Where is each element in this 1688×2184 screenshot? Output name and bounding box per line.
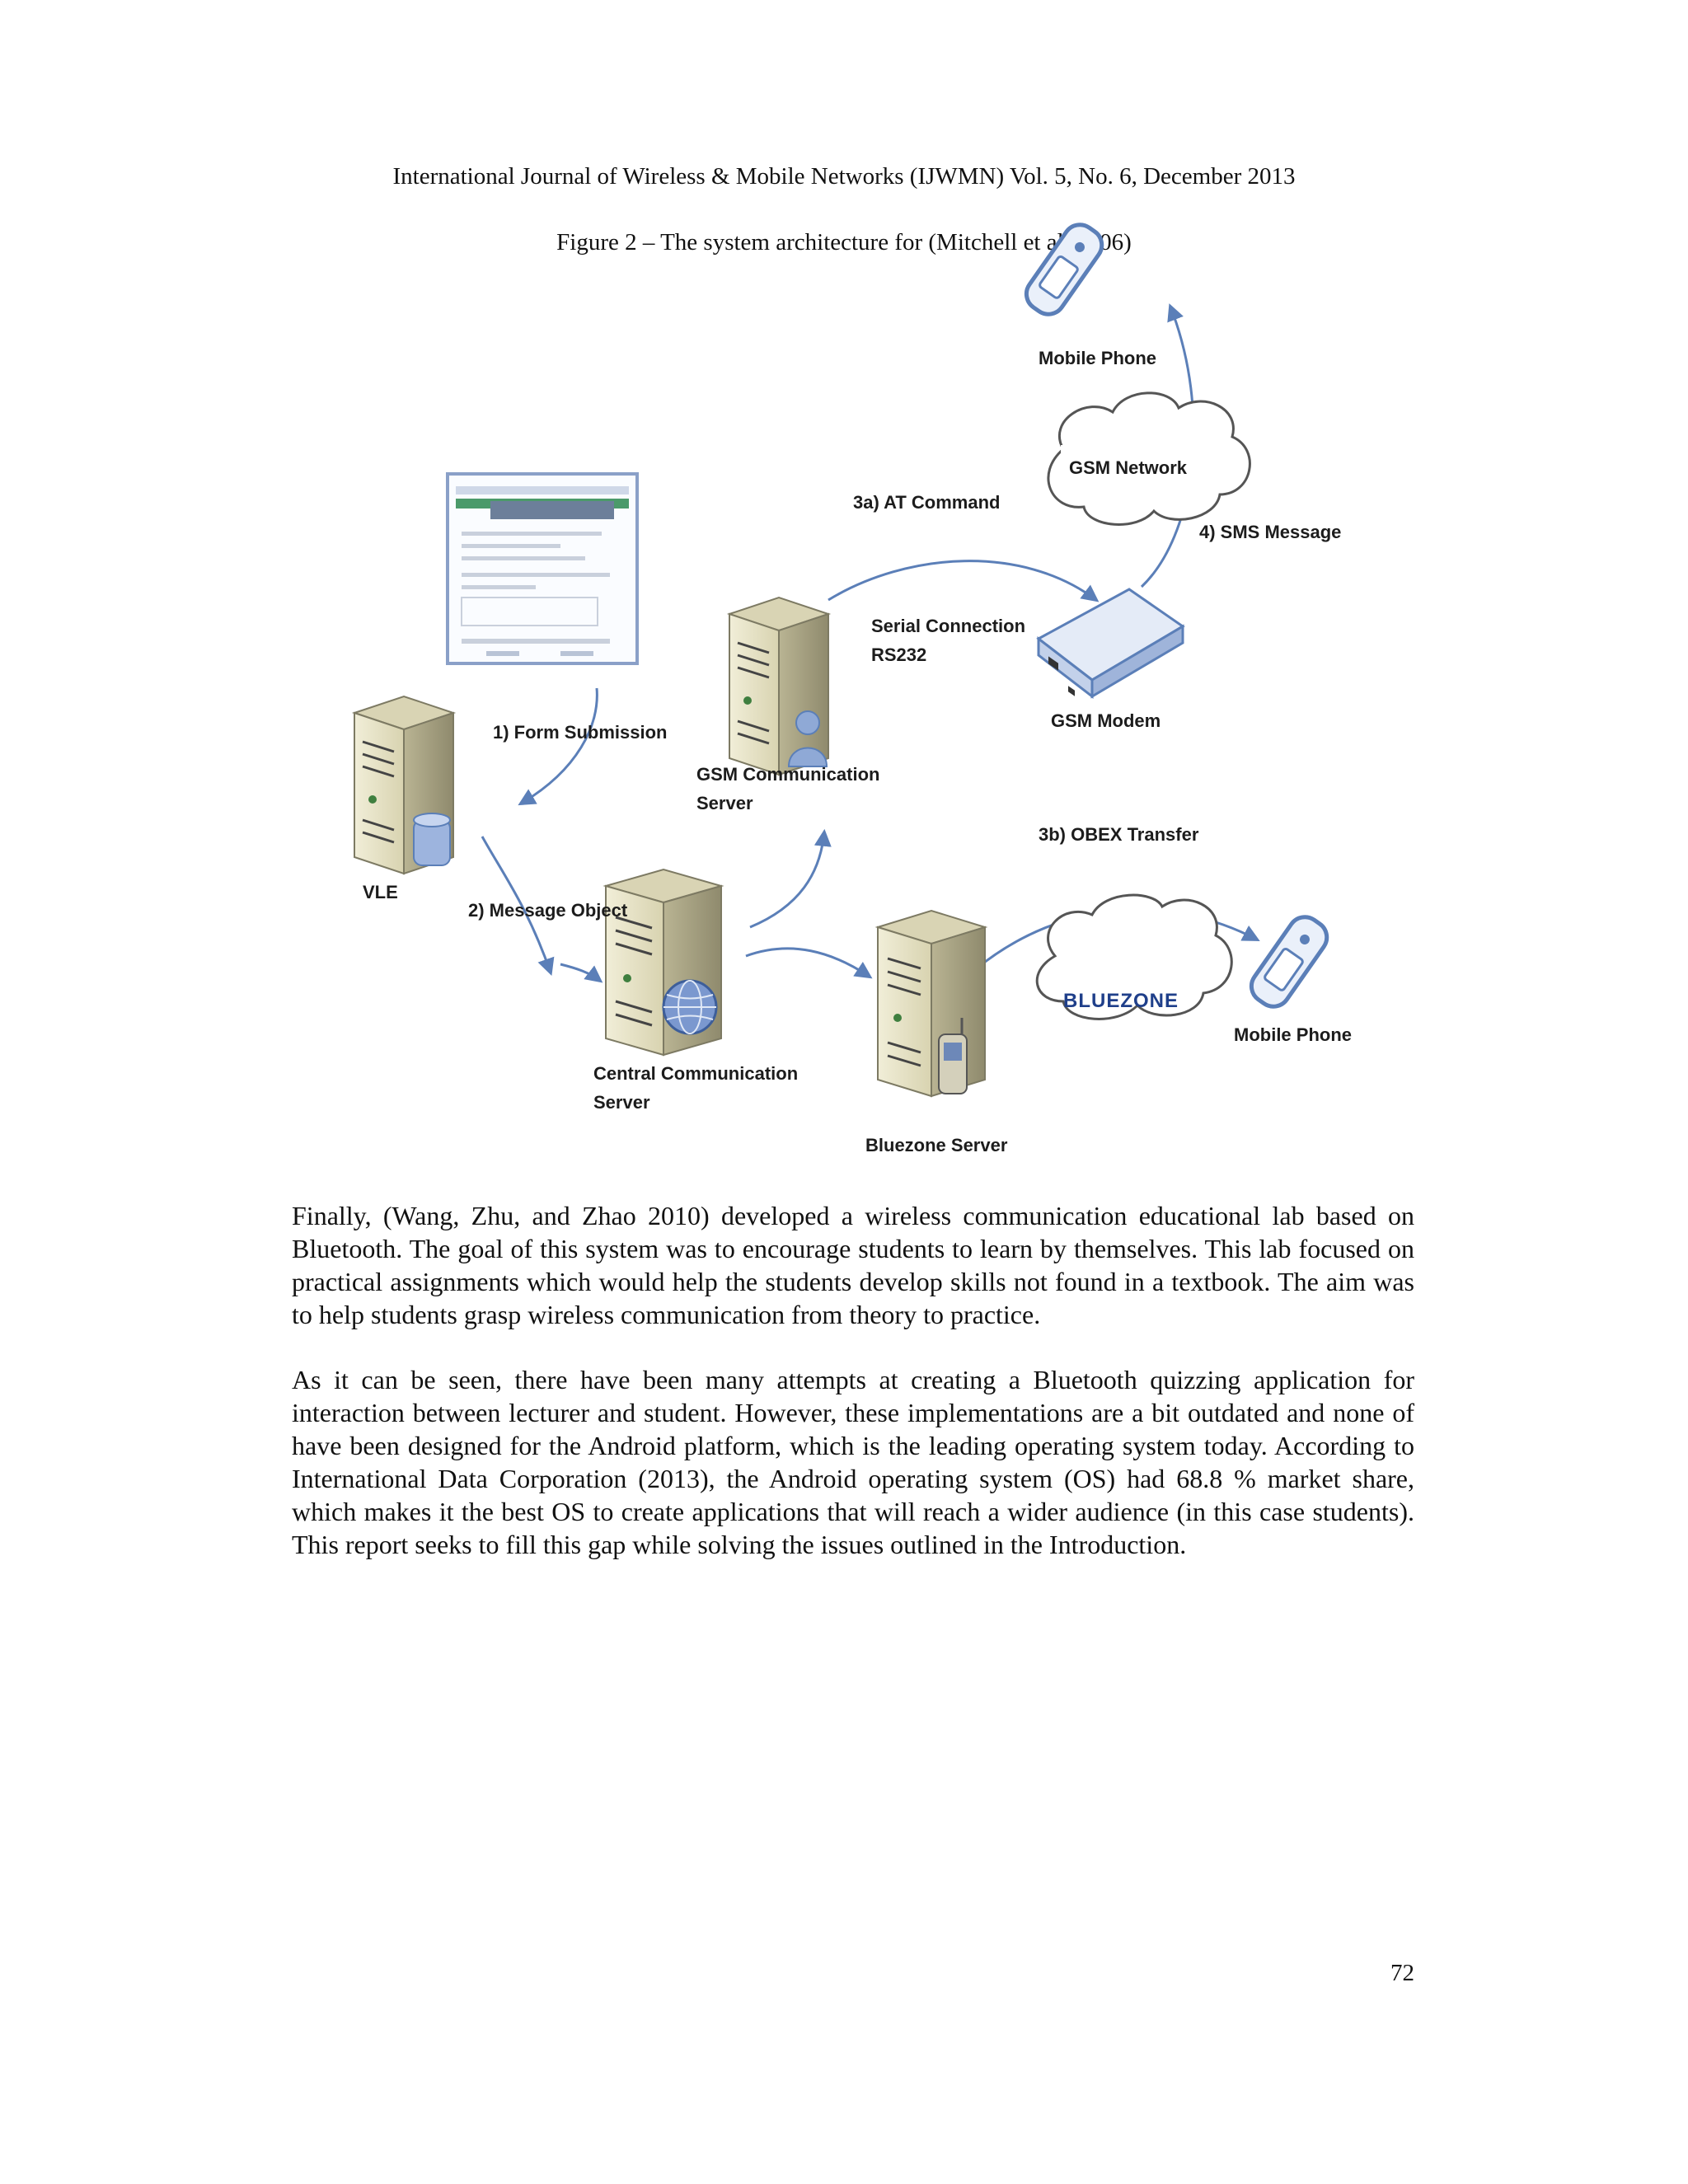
label-form-submission: 1) Form Submission	[493, 722, 667, 743]
label-rs232: RS232	[871, 644, 926, 665]
label-gsm-communication: GSM Communication	[696, 764, 879, 785]
arrow-message-object	[481, 836, 555, 976]
label-gsm-server: Server	[696, 793, 753, 813]
label-at-command: 3a) AT Command	[853, 492, 1000, 513]
architecture-diagram: Mobile Phone GSM Network 3a) AT Command …	[351, 223, 1352, 1155]
label-message-object: 2) Message Object	[468, 900, 628, 921]
bluezone-logo-text: BLUEZONE	[1063, 990, 1179, 1012]
bluezone-server-icon	[874, 909, 988, 1098]
label-bluezone-server: Bluezone Server	[865, 1135, 1008, 1155]
mobile-phone-bottom-icon	[1249, 915, 1329, 1009]
page-number: 72	[1390, 1960, 1414, 1986]
arrow-to-gsm-server	[749, 828, 832, 929]
arrow-form-submission	[518, 687, 598, 806]
label-mobile-phone-top: Mobile Phone	[1039, 348, 1156, 368]
label-sms-message: 4) SMS Message	[1199, 522, 1341, 542]
label-gsm-network: GSM Network	[1069, 457, 1188, 478]
body-paragraph-2: As it can be seen, there have been many …	[292, 1365, 1414, 1559]
label-serial-connection: Serial Connection	[871, 616, 1025, 636]
label-central-server: Server	[593, 1092, 650, 1113]
arrow-to-central-server	[560, 963, 603, 983]
globe-icon	[662, 979, 718, 1035]
figure-caption: Figure 2 – The system architecture for (…	[556, 229, 1132, 255]
gsm-modem-icon	[1036, 588, 1185, 700]
web-form-icon	[446, 472, 639, 665]
system-architecture-figure: Mobile Phone GSM Network 3a) AT Command …	[351, 223, 1352, 1155]
label-central-communication: Central Communication	[593, 1063, 798, 1084]
label-mobile-phone-bottom: Mobile Phone	[1234, 1024, 1352, 1045]
body-paragraph-1: Finally, (Wang, Zhu, and Zhao 2010) deve…	[292, 1201, 1414, 1329]
mobile-phone-top-icon	[1024, 223, 1104, 316]
label-gsm-modem: GSM Modem	[1051, 710, 1160, 731]
arrow-at-command	[828, 560, 1100, 602]
running-header: International Journal of Wireless & Mobi…	[392, 163, 1296, 190]
gsm-network-cloud	[1047, 391, 1251, 526]
handset-icon	[938, 1018, 968, 1094]
central-communication-server-icon	[603, 868, 724, 1057]
label-vle: VLE	[363, 882, 398, 902]
vle-server-icon	[351, 695, 457, 875]
bluezone-cloud	[1035, 893, 1233, 1020]
label-obex-transfer: 3b) OBEX Transfer	[1039, 824, 1199, 845]
arrow-to-bluezone-server	[745, 947, 873, 979]
gsm-communication-server-icon	[726, 596, 832, 776]
